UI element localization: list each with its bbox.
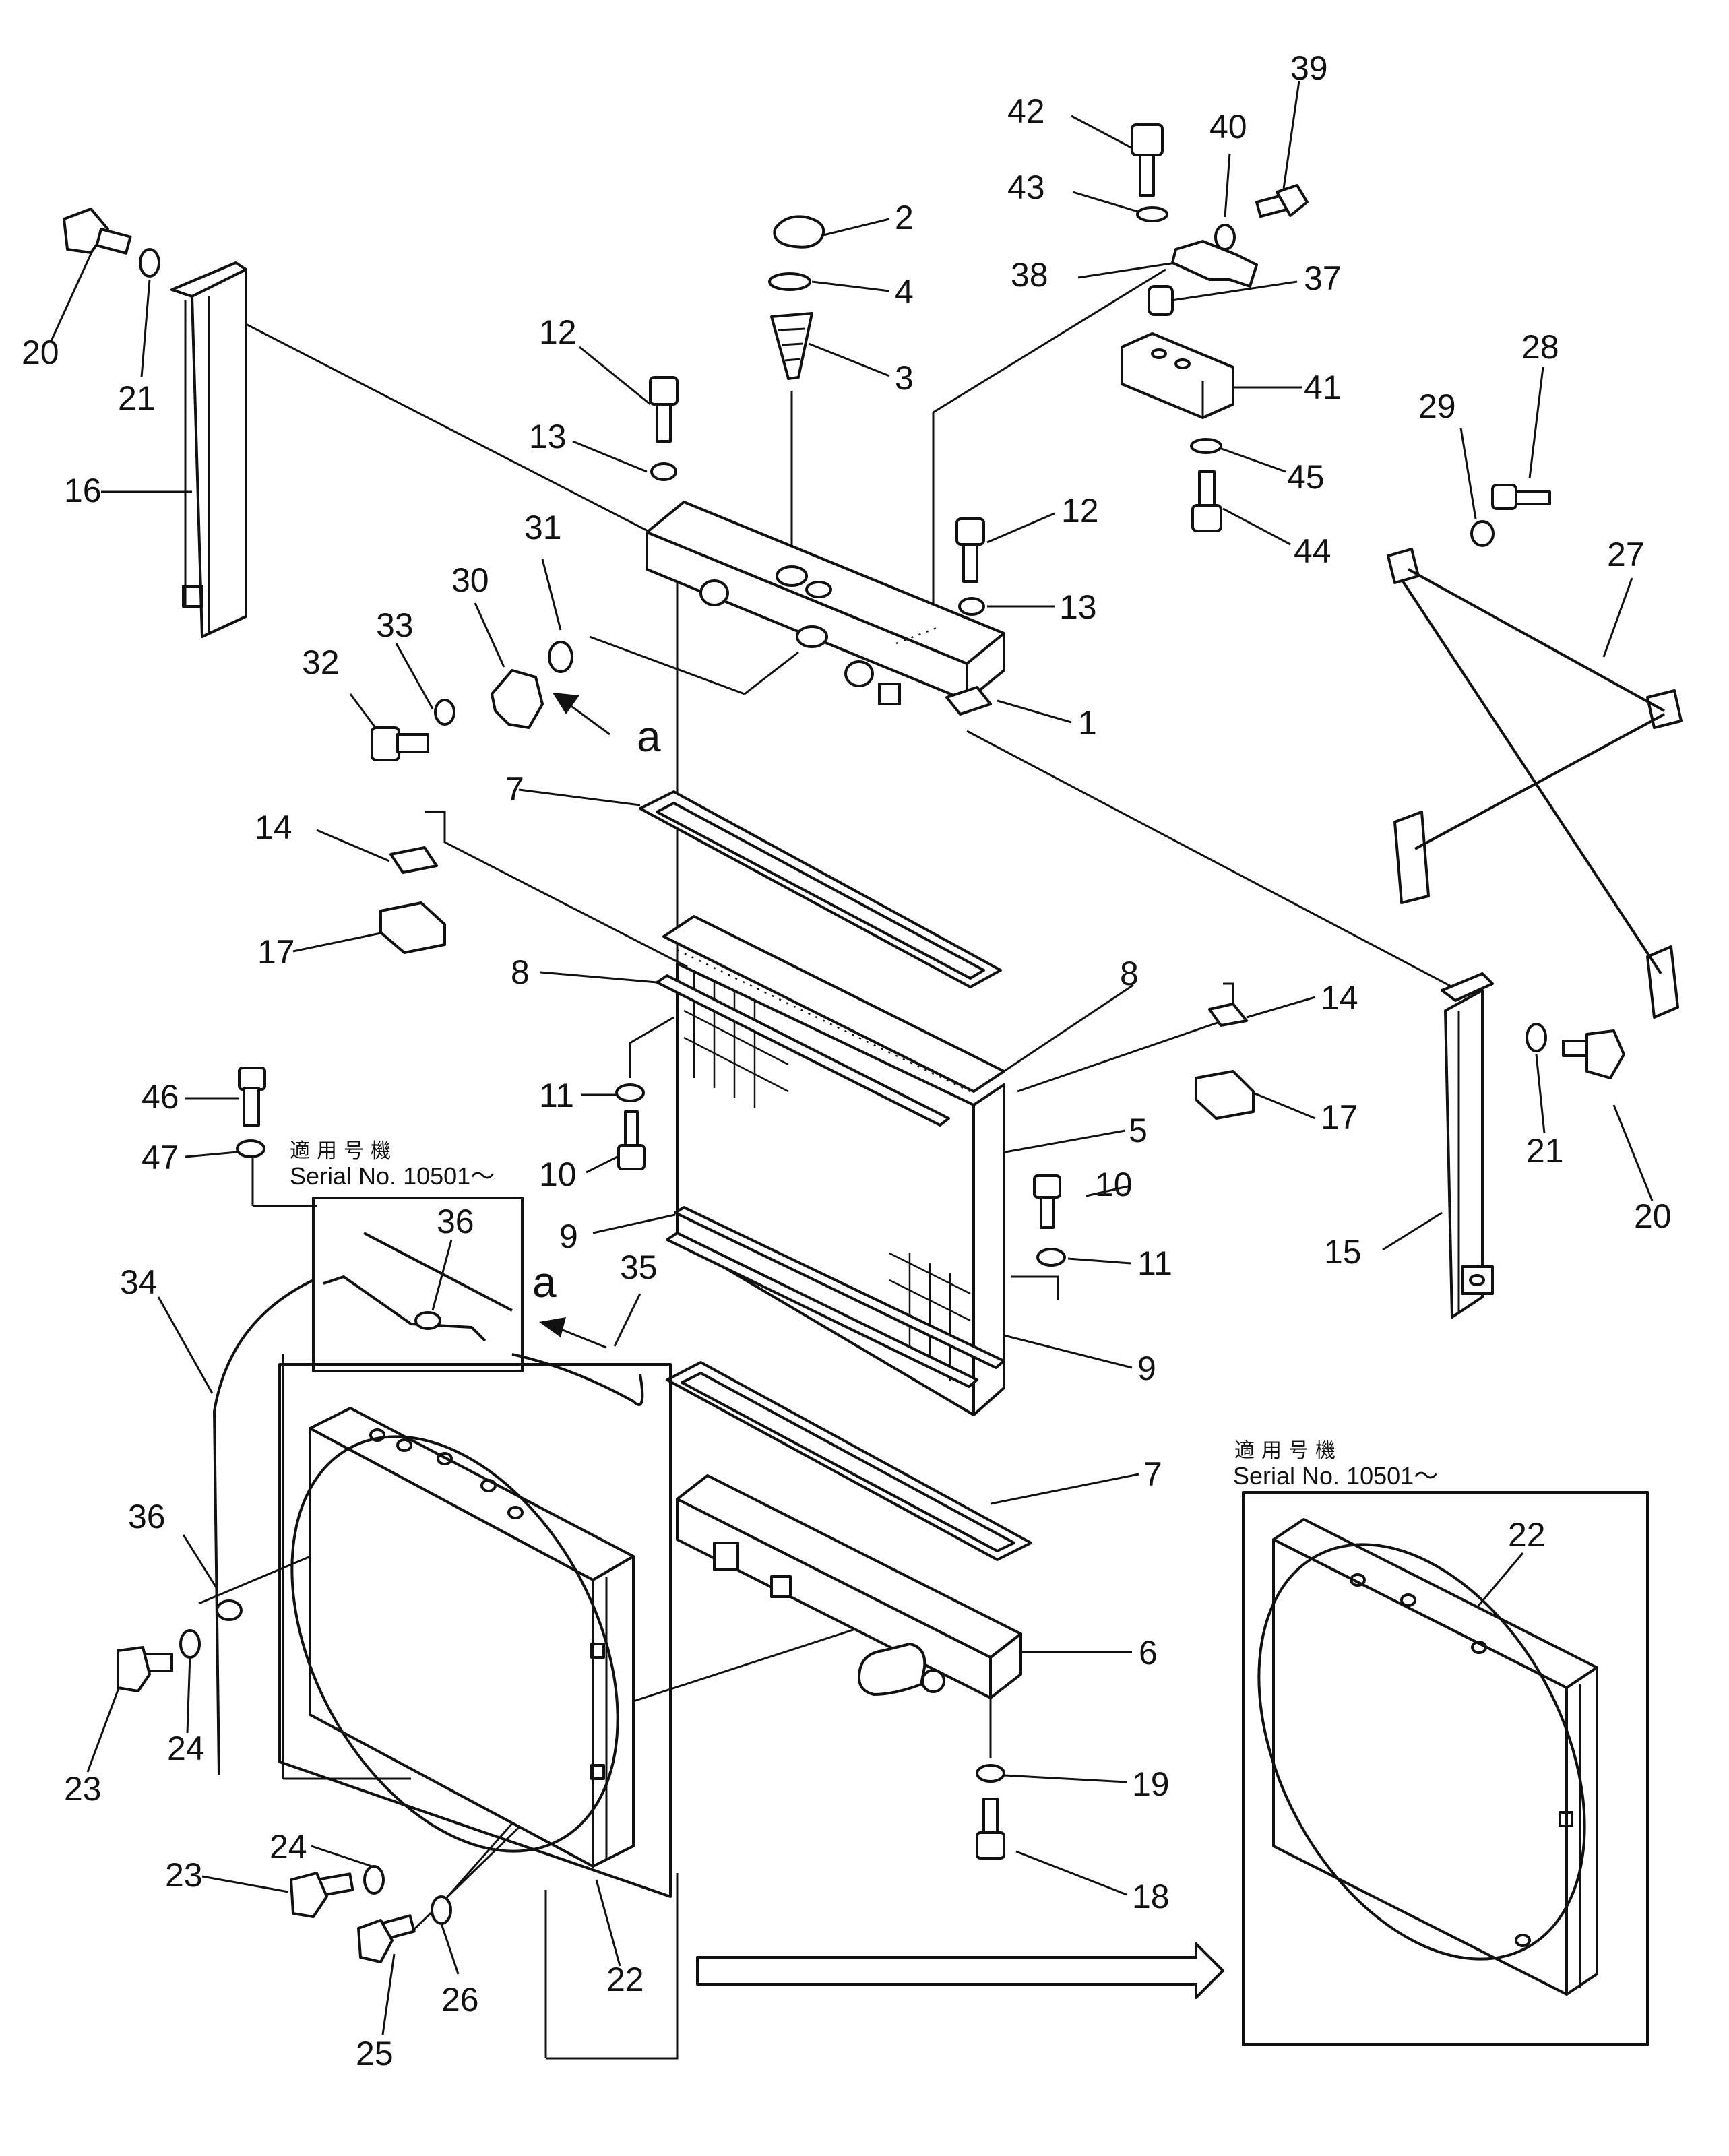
callout-13-left: 13	[529, 418, 567, 455]
cushion-pads	[379, 846, 1255, 1120]
view-arrows	[539, 693, 610, 1349]
callout-9-right: 9	[1137, 1350, 1156, 1387]
callout-6: 6	[1139, 1634, 1158, 1672]
upper-tank	[646, 501, 1005, 716]
callout-16: 16	[64, 472, 102, 509]
side-support-right	[1441, 972, 1494, 1319]
callout-43: 43	[1007, 168, 1045, 206]
callout-9-left: 9	[559, 1217, 578, 1255]
callout-18: 18	[1132, 1878, 1170, 1915]
callout-15: 15	[1324, 1233, 1362, 1271]
callout-28: 28	[1521, 328, 1559, 366]
callout-11-left: 11	[539, 1077, 574, 1114]
serial-note-number: Serial No. 10501～	[1233, 1462, 1438, 1490]
callout-20-left: 20	[22, 334, 59, 371]
callout-32: 32	[302, 643, 340, 681]
callout-12-left: 12	[539, 313, 577, 351]
callout-21-left: 21	[118, 379, 156, 417]
view-marker-a-detail: a	[532, 1258, 557, 1306]
fan-shroud-variant	[1242, 1491, 1649, 2046]
callout-14-right: 14	[1321, 979, 1358, 1017]
callout-30: 30	[451, 561, 489, 599]
callout-3: 3	[895, 359, 914, 397]
callout-17-left: 17	[257, 933, 295, 971]
shroud-bolts	[290, 1865, 452, 1963]
callout-21-right: 21	[1526, 1132, 1564, 1170]
callout-10-right: 10	[1095, 1166, 1133, 1203]
callout-7-top: 7	[505, 770, 524, 808]
callout-46: 46	[142, 1078, 179, 1116]
callout-22-main: 22	[606, 1961, 644, 1998]
callout-36-inset: 36	[437, 1203, 474, 1240]
callout-1: 1	[1078, 704, 1097, 742]
callout-45: 45	[1287, 458, 1325, 496]
bolts-washers	[615, 376, 1066, 1860]
cap-bracket	[1121, 123, 1309, 532]
fan-shroud-main	[278, 1363, 672, 1898]
callout-17-right: 17	[1321, 1098, 1358, 1136]
callout-36-left: 36	[128, 1498, 166, 1535]
core-strips	[656, 974, 1005, 1388]
serial-note-2: 適用号機 Serial No. 10501～	[1233, 1440, 1438, 1490]
callout-40: 40	[1209, 108, 1247, 146]
callout-5: 5	[1129, 1112, 1148, 1149]
radiator-cap-set	[768, 215, 825, 380]
lower-tank	[676, 1474, 1022, 1699]
harness-inset	[117, 1067, 644, 1776]
outer-bolts	[63, 208, 1625, 1079]
callout-13-right: 13	[1059, 588, 1097, 626]
callout-41: 41	[1304, 369, 1342, 406]
callout-20-right: 20	[1634, 1197, 1672, 1235]
callout-23-left: 23	[64, 1770, 102, 1808]
callout-2: 2	[895, 199, 914, 236]
callout-8-right: 8	[1120, 955, 1139, 992]
radiator-core	[662, 915, 1005, 1416]
callout-4: 4	[895, 273, 914, 311]
serial-note-number: Serial No. 10501～	[290, 1162, 495, 1190]
callout-39: 39	[1290, 49, 1328, 87]
callout-24-lower: 24	[270, 1828, 307, 1866]
serial-note-jp: 適用号機	[290, 1140, 398, 1162]
leader-lines	[49, 80, 1654, 2035]
callout-14-left: 14	[255, 808, 292, 846]
serial-note-1: 適用号機 Serial No. 10501～	[290, 1140, 495, 1190]
callout-numbers: 1 2 3 4 5 6 7 7 8 8 9 9 10 10 11 11 12 1…	[22, 49, 1672, 2072]
callout-8-left: 8	[511, 953, 530, 991]
variant-arrow	[696, 1942, 1224, 1999]
callout-7-bottom: 7	[1143, 1455, 1162, 1493]
callout-25: 25	[356, 2035, 394, 2072]
callout-37: 37	[1304, 259, 1342, 297]
callout-23-lower: 23	[165, 1856, 203, 1894]
stay-frame	[1387, 484, 1683, 1019]
serial-note-jp: 適用号機	[1234, 1440, 1342, 1462]
callout-33: 33	[376, 606, 414, 644]
callout-42: 42	[1007, 92, 1045, 130]
drain-valve	[371, 641, 573, 761]
core-mesh	[683, 970, 971, 1381]
callout-10-left: 10	[539, 1155, 577, 1193]
callout-27: 27	[1607, 536, 1645, 573]
callout-44: 44	[1294, 532, 1331, 570]
callout-12-right: 12	[1061, 492, 1099, 530]
callout-29: 29	[1418, 387, 1456, 425]
view-marker-a: a	[637, 712, 661, 761]
callout-31: 31	[524, 509, 562, 546]
gaskets	[639, 790, 1032, 1561]
callout-11-right: 11	[1137, 1244, 1172, 1282]
callout-47: 47	[142, 1139, 179, 1176]
callout-26: 26	[441, 1981, 479, 2019]
callout-35: 35	[620, 1248, 658, 1286]
callout-34: 34	[120, 1263, 158, 1301]
callout-38: 38	[1011, 256, 1048, 294]
callout-19: 19	[1132, 1765, 1170, 1803]
side-support-left	[170, 261, 247, 638]
callout-24-left: 24	[167, 1730, 205, 1767]
callout-22-variant: 22	[1508, 1516, 1546, 1554]
